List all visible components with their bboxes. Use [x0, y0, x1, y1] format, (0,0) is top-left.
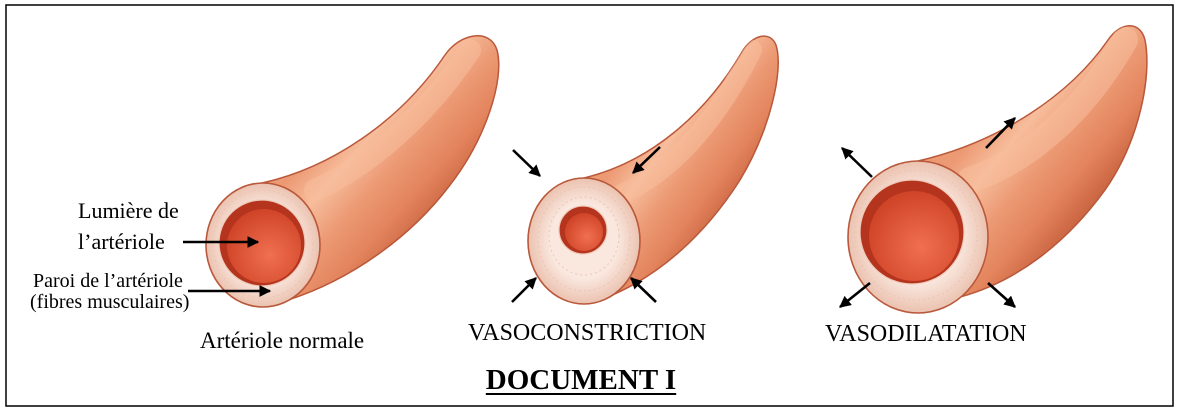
caption-vasoconstriction: VASOCONSTRICTION — [468, 320, 706, 346]
wall-label-line2: (fibres musculaires) — [30, 291, 189, 313]
caption-vasodilatation: VASODILATATION — [825, 321, 1027, 347]
caption-normal: Artériole normale — [200, 328, 364, 353]
lumen-label-line1: Lumière de — [78, 198, 179, 223]
vessel-lumen — [565, 213, 603, 251]
vessel-lumen — [227, 209, 301, 283]
document-title: DOCUMENT I — [486, 364, 676, 396]
lumen-label-line2: l’artériole — [78, 229, 165, 254]
vessel-lumen — [869, 191, 959, 281]
wall-label-line1: Paroi de l’artériole — [33, 270, 183, 292]
